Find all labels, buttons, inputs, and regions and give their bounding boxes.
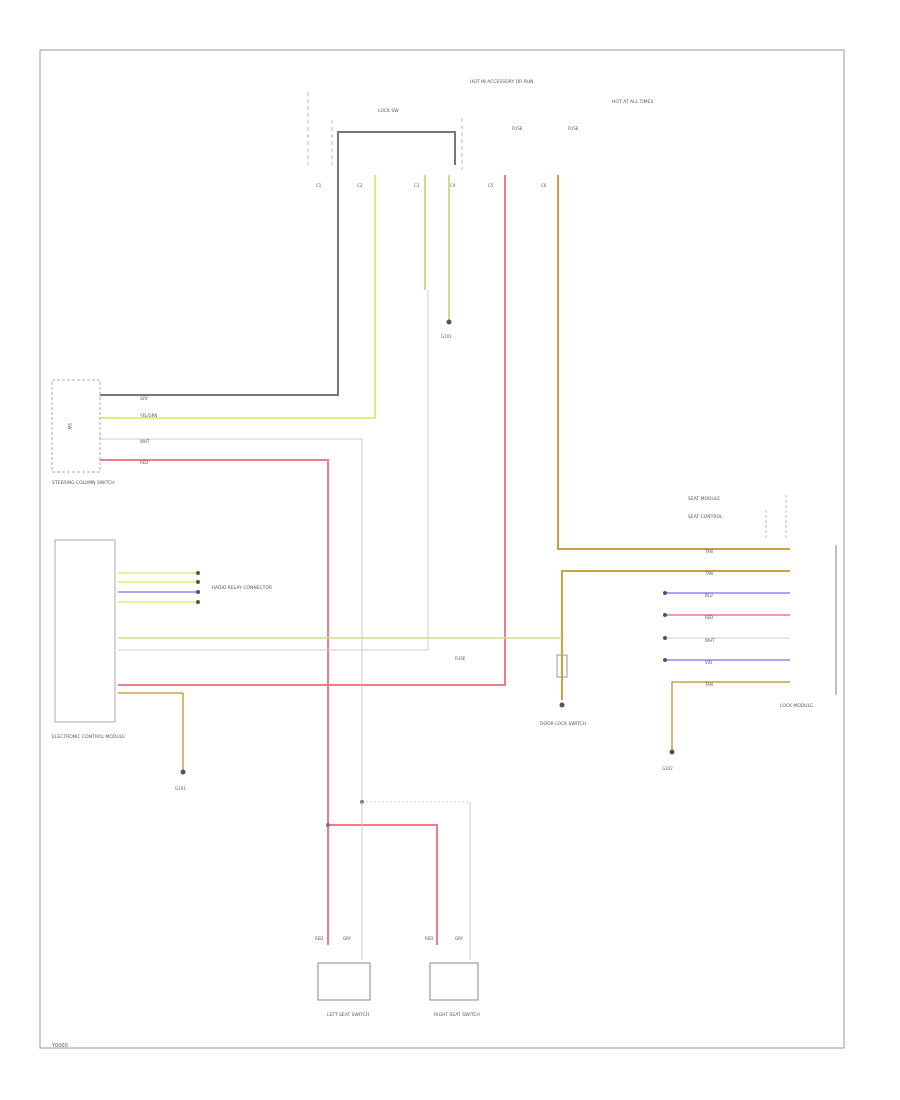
fuse-right-label: FUSE xyxy=(568,126,579,131)
svg-text:SW: SW xyxy=(67,423,72,430)
svg-text:RED: RED xyxy=(425,936,433,941)
top-connector-group: LOCK SW HOT IN ACCESSORY OR RUN HOT AT A… xyxy=(307,79,653,170)
svg-text:C2: C2 xyxy=(357,183,363,188)
lock-switch-label: LOCK SW xyxy=(378,108,399,114)
svg-text:GRY: GRY xyxy=(140,396,149,401)
module-box-label: ELECTRONIC CONTROL MODULE xyxy=(52,734,125,740)
svg-text:FUSE: FUSE xyxy=(455,656,466,661)
wire-tan-lock-2 xyxy=(561,570,790,700)
svg-text:BLU: BLU xyxy=(705,593,713,598)
top-right-label: HOT AT ALL TIMES xyxy=(612,99,653,105)
svg-text:C4: C4 xyxy=(450,183,456,188)
svg-text:GRY: GRY xyxy=(455,936,464,941)
bottom-seat-switches: LEFT SEAT SWITCH RIGHT SEAT SWITCH RED G… xyxy=(315,800,480,1018)
svg-text:VIO: VIO xyxy=(705,660,712,665)
svg-text:WHT: WHT xyxy=(705,638,715,643)
svg-text:C1: C1 xyxy=(316,183,322,188)
footer-code: Y0000 xyxy=(52,1043,68,1049)
wire-gray-steering xyxy=(100,165,339,396)
pin-labels: C1 C2 C3 C4 C5 C6 xyxy=(316,183,547,188)
g-top-label: G101 xyxy=(441,334,452,339)
svg-text:RED: RED xyxy=(315,936,323,941)
svg-text:TAN: TAN xyxy=(704,549,713,554)
svg-text:TAN: TAN xyxy=(704,682,713,687)
wire-red-main xyxy=(118,175,506,686)
svg-text:RED: RED xyxy=(140,460,148,465)
wire-yellow-steering xyxy=(100,175,376,419)
left-box-label: LEFT SEAT SWITCH xyxy=(327,1012,369,1018)
svg-text:WHT: WHT xyxy=(140,439,150,444)
g-right-label: G102 xyxy=(662,766,673,771)
door-lock-switch: DOOR LOCK SWITCH xyxy=(540,654,586,727)
radio-label: RADIO RELAY CONNECTOR xyxy=(212,585,272,591)
steering-column-switch: SW STEERING COLUMN SWITCH GRY YEL/GRN WH… xyxy=(51,379,157,486)
svg-text:GRY: GRY xyxy=(343,936,352,941)
svg-text:C5: C5 xyxy=(488,183,494,188)
right-box-label: RIGHT SEAT SWITCH xyxy=(434,1012,480,1018)
svg-text:YEL/GRN: YEL/GRN xyxy=(139,413,157,418)
wire-red-steering xyxy=(100,459,329,945)
svg-text:C6: C6 xyxy=(541,183,547,188)
seat-sublabel: SEAT CONTROL xyxy=(688,514,723,520)
ground-icon-top xyxy=(446,319,452,325)
lower-right-label: LOCK MODULE xyxy=(780,703,813,709)
top-center-label: HOT IN ACCESSORY OR RUN xyxy=(470,79,534,85)
wire-white-steering xyxy=(100,438,363,800)
svg-text:RED: RED xyxy=(705,615,713,620)
fuse-left-label: FUSE xyxy=(512,126,523,131)
wire-tan-lock-1 xyxy=(557,175,790,550)
seat-label: SEAT MODULE xyxy=(688,496,720,502)
steering-box-label: STEERING COLUMN SWITCH xyxy=(52,480,115,486)
lock-module-wires: SEAT MODULE SEAT CONTROL G102 LOCK MODUL… xyxy=(662,495,837,771)
svg-text:TAN: TAN xyxy=(704,571,713,576)
ground-icon-right xyxy=(669,749,675,755)
svg-text:C3: C3 xyxy=(414,183,420,188)
electronic-control-module: ELECTRONIC CONTROL MODULE RADIO RELAY CO… xyxy=(52,539,470,791)
g-module-label: G101 xyxy=(175,786,186,791)
diagram-border xyxy=(39,49,845,1049)
ground-icon-module xyxy=(180,769,186,775)
door-label: DOOR LOCK SWITCH xyxy=(540,721,586,727)
